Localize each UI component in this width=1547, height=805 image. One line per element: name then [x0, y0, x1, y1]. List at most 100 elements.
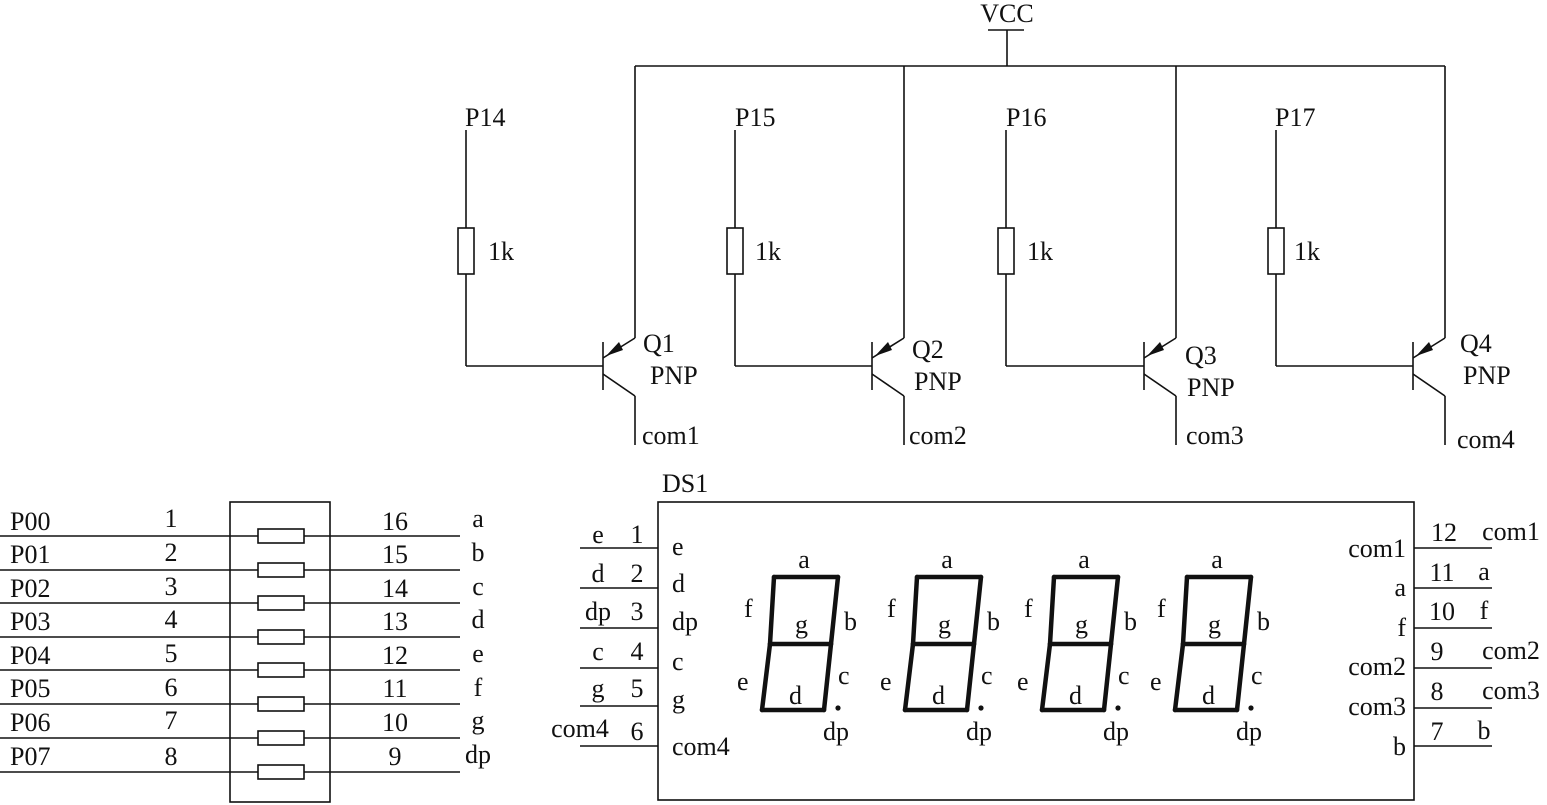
port-label-p17: P17 — [1275, 103, 1315, 132]
row-signal: e — [472, 639, 484, 668]
driver-2: P15 1k Q2 PNP com2 — [726, 66, 967, 450]
row-port-label: P07 — [10, 742, 50, 771]
display-left-pin: e 1 e — [580, 520, 684, 561]
row-pin-right: 16 — [382, 507, 408, 536]
segment-f — [1047, 574, 1057, 647]
base-resistor-3 — [997, 227, 1015, 275]
port-label-p15: P15 — [735, 103, 775, 132]
segment-b — [971, 574, 984, 647]
port-label-p16: P16 — [1006, 103, 1046, 132]
pin-number: 8 — [1431, 677, 1444, 706]
base-resistor-4 — [1267, 227, 1285, 275]
emitter-arrow-q2 — [875, 342, 892, 356]
row-pin-right: 12 — [382, 641, 408, 670]
pack-resistor — [257, 696, 305, 712]
segment-e — [759, 641, 773, 713]
pin-name: com3 — [1348, 692, 1406, 721]
row-pin-left: 3 — [165, 572, 178, 601]
segment-label-g: g — [795, 610, 808, 639]
resistor-pack-row: P01 2 15 b — [0, 538, 485, 578]
row-signal: b — [472, 538, 485, 567]
resistor-pack-row: P06 7 10 g — [0, 706, 485, 746]
row-pin-right: 11 — [382, 674, 407, 703]
pin-name: f — [1397, 613, 1406, 642]
row-port-label: P01 — [10, 540, 50, 569]
row-signal: d — [472, 605, 485, 634]
row-pin-right: 15 — [382, 540, 408, 569]
pin-number: 10 — [1429, 597, 1455, 626]
segment-label-d: d — [932, 681, 945, 710]
row-pin-left: 5 — [165, 639, 178, 668]
segment-c — [1101, 641, 1114, 713]
row-port-label: P02 — [10, 574, 50, 603]
segment-label-a: a — [798, 545, 810, 574]
pack-resistor — [257, 528, 305, 544]
emitter-arrow-q3 — [1147, 342, 1164, 356]
port-label-p14: P14 — [465, 103, 505, 132]
segment-label-a: a — [1078, 545, 1090, 574]
segment-label-a: a — [1211, 545, 1223, 574]
segment-label-f: f — [1024, 594, 1033, 623]
segment-dp-dot — [1115, 705, 1121, 711]
display-right-pin: com2 9 com2 — [1348, 636, 1540, 681]
display-body — [657, 501, 1415, 801]
pin-net-label: dp — [585, 597, 611, 626]
pin-net-label: e — [592, 520, 604, 549]
segment-f — [767, 574, 777, 647]
segment-label-e: e — [737, 667, 749, 696]
segment-label-a: a — [941, 545, 953, 574]
segment-label-c: c — [1251, 661, 1263, 690]
row-port-label: P00 — [10, 507, 50, 536]
pin-net-label: g — [592, 674, 605, 703]
pin-number: 4 — [631, 637, 644, 666]
segment-f — [910, 574, 920, 647]
display-label: DS1 — [662, 469, 708, 498]
pin-net-label: a — [1478, 557, 1490, 586]
transistor-type-q4: PNP — [1463, 361, 1511, 390]
segment-label-b: b — [987, 607, 1000, 636]
pin-number: 12 — [1431, 518, 1457, 547]
segment-label-d: d — [1069, 681, 1082, 710]
pack-resistor — [257, 562, 305, 578]
pin-net-label: com1 — [1482, 517, 1540, 546]
row-signal: dp — [465, 740, 491, 769]
common-label-com4: com4 — [1457, 425, 1515, 454]
row-signal: c — [472, 572, 484, 601]
base-resistor-2 — [726, 227, 744, 275]
pin-name: c — [672, 647, 684, 676]
pin-net-label: b — [1478, 716, 1491, 745]
segment-label-c: c — [1118, 661, 1130, 690]
common-label-com2: com2 — [909, 421, 967, 450]
segment-dp-dot — [1248, 705, 1254, 711]
resistor-value-2: 1k — [755, 237, 781, 266]
segment-label-dp: dp — [1236, 717, 1262, 746]
pack-resistor — [257, 730, 305, 746]
pin-number: 3 — [631, 597, 644, 626]
row-port-label: P04 — [10, 641, 50, 670]
row-pin-left: 8 — [165, 742, 178, 771]
segment-b — [828, 574, 841, 647]
common-label-com1: com1 — [642, 421, 700, 450]
segment-label-e: e — [1150, 667, 1162, 696]
pin-number: 5 — [631, 674, 644, 703]
resistor-pack: P00 1 16 a P01 2 15 b P02 3 14 c — [0, 501, 491, 803]
row-pin-left: 7 — [165, 706, 178, 735]
display-left-pin: d 2 d — [580, 559, 685, 598]
segment-c — [964, 641, 977, 713]
pin-name: com2 — [1348, 652, 1406, 681]
pin-name: dp — [672, 607, 698, 636]
pin-number: 6 — [631, 717, 644, 746]
transistor-name-q3: Q3 — [1185, 341, 1217, 370]
vcc-label: VCC — [980, 0, 1033, 28]
resistor-pack-row: P05 6 11 f — [0, 673, 483, 712]
row-pin-left: 4 — [165, 605, 178, 634]
pin-name: a — [1394, 573, 1406, 602]
row-signal: a — [472, 504, 484, 533]
display-left-pin: com4 6 com4 — [551, 714, 730, 761]
row-signal: g — [472, 706, 485, 735]
emitter-arrow-q4 — [1416, 342, 1433, 356]
segment-c — [1234, 641, 1247, 713]
row-pin-right: 13 — [382, 607, 408, 636]
